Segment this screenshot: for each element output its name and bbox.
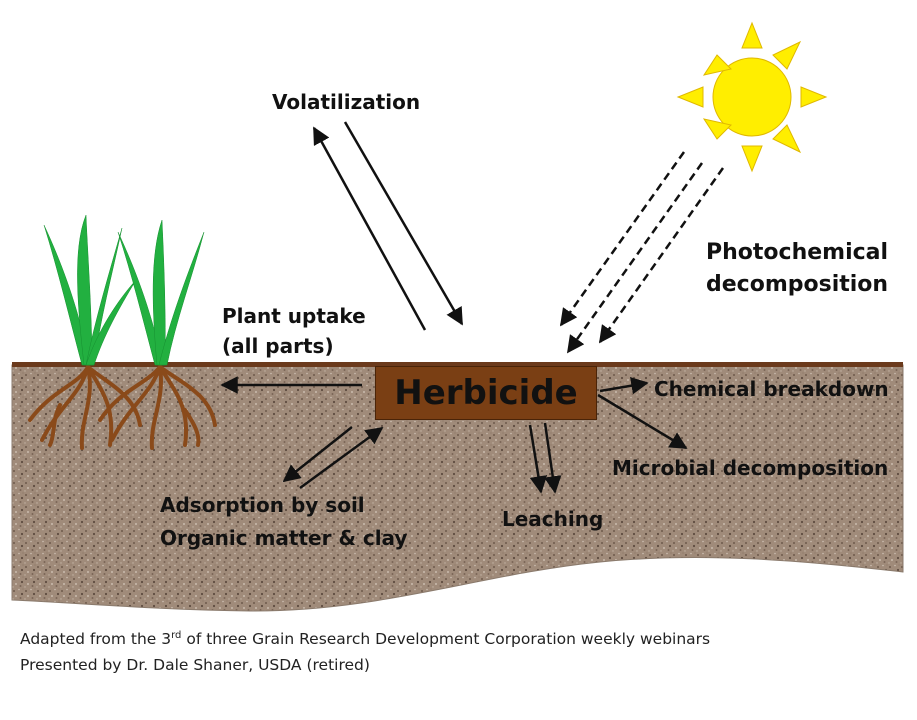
caption-line1-sup: rd [171,630,182,641]
chemical-breakdown-arrow [599,377,649,395]
adsorption-label-line2: Organic matter & clay [160,526,408,550]
adsorption-arrow-down [282,426,353,483]
sun-icon [676,21,828,173]
photochemical-label-line1: Photochemical [706,240,889,265]
plant-uptake-label-line1: Plant uptake [222,304,366,328]
caption-line1-prefix: Adapted from the 3 [20,630,172,649]
photochemical-arrow-2 [566,162,704,354]
photochemical-arrow-1 [559,151,686,327]
adsorption-label-line1: Adsorption by soil [160,493,365,517]
grass-plant [43,214,205,366]
volatilization-arrow-up [312,126,427,331]
photochemical-arrow-3 [598,167,725,344]
plant-uptake-label-line2: (all parts) [222,334,334,358]
adsorption-arrow-up [299,426,384,490]
plant-roots [28,365,217,450]
volatilization-arrow-down [343,121,464,326]
microbial-decomposition-label: Microbial decomposition [612,456,889,480]
leaching-arrow-1 [528,424,548,494]
chemical-breakdown-label: Chemical breakdown [654,377,889,401]
caption-line2: Presented by Dr. Dale Shaner, USDA (reti… [20,656,370,674]
caption-line1: Adapted from the 3rd of three Grain Rese… [20,630,710,648]
leaching-label: Leaching [502,507,604,531]
soil-surface [12,362,903,367]
microbial-decomposition-arrow [597,393,688,450]
leaching-arrow-2 [543,422,562,494]
volatilization-label: Volatilization [272,90,421,114]
caption-line1-suffix: of three Grain Research Development Corp… [181,630,711,649]
herbicide-box: Herbicide [375,366,597,420]
photochemical-label-line2: decomposition [706,272,889,297]
herbicide-label: Herbicide [394,373,578,413]
soil-layer [11,364,904,612]
